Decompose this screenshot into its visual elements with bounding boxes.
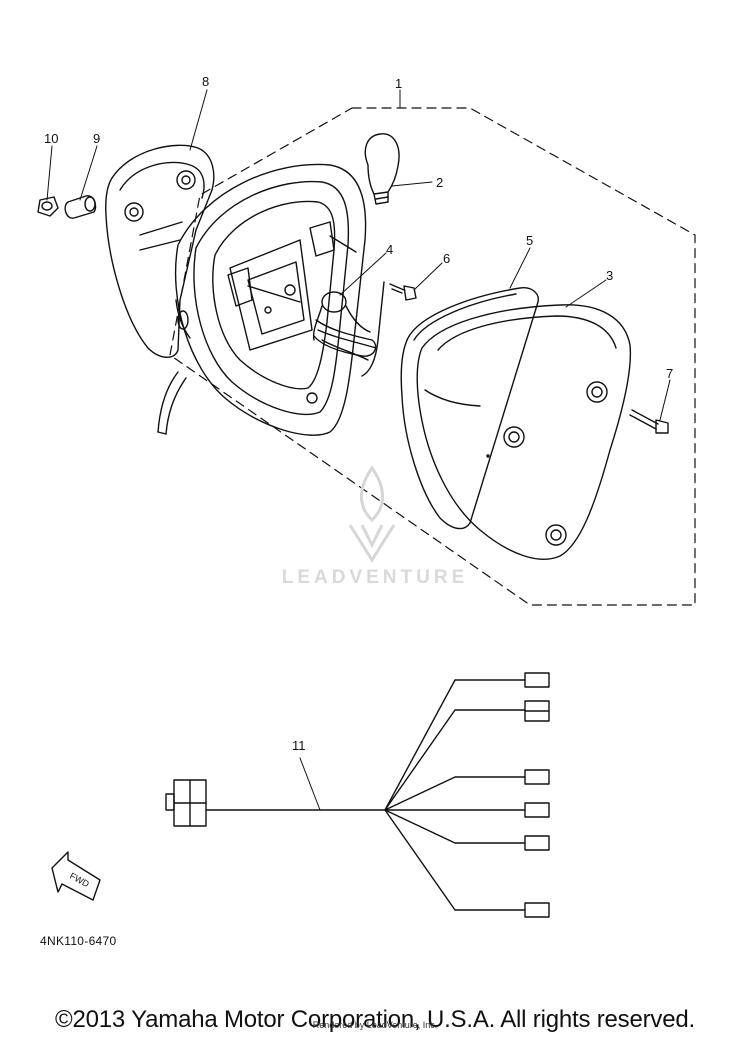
callout-6: 6 (443, 251, 450, 266)
part-11-wire-harness (165, 672, 550, 918)
part-2-bulb (364, 133, 400, 205)
callout-3: 3 (606, 268, 613, 283)
part-10-nut (37, 196, 59, 217)
callout-1: 1 (395, 76, 402, 91)
part-6-screw (389, 283, 417, 301)
callout-10: 10 (44, 131, 58, 146)
callout-8: 8 (202, 74, 209, 89)
part-4-socket (312, 281, 385, 377)
part-8-mounting-plate (105, 144, 215, 358)
fwd-label: FWD (68, 871, 91, 890)
callout-9: 9 (93, 131, 100, 146)
callout-7: 7 (666, 366, 673, 381)
leader-lines (46, 89, 671, 811)
callout-2: 2 (436, 175, 443, 190)
copyright-notice: ©2013 Yamaha Motor Corporation, U.S.A. A… (55, 1006, 695, 1033)
rendered-by-notice: Rendered by LeadVenture, Inc. (312, 1020, 438, 1030)
part-3-lens (416, 304, 632, 560)
assembly-boundary (169, 107, 696, 606)
diagram-part-code: 4NK110-6470 (40, 934, 117, 948)
part-5-gasket (400, 287, 539, 530)
callout-11: 11 (292, 738, 306, 753)
part-7-screw (629, 409, 669, 434)
watermark-text: LEADVENTURE (281, 567, 469, 588)
watermark-logo-icon (348, 465, 396, 563)
callout-4: 4 (386, 242, 393, 257)
fwd-arrow-icon (51, 851, 101, 901)
callout-labels: 1 2 3 4 5 6 7 8 9 10 11 FWD (44, 74, 673, 889)
housing-body (157, 163, 367, 436)
callout-5: 5 (526, 233, 533, 248)
part-9-grommet (64, 195, 97, 219)
